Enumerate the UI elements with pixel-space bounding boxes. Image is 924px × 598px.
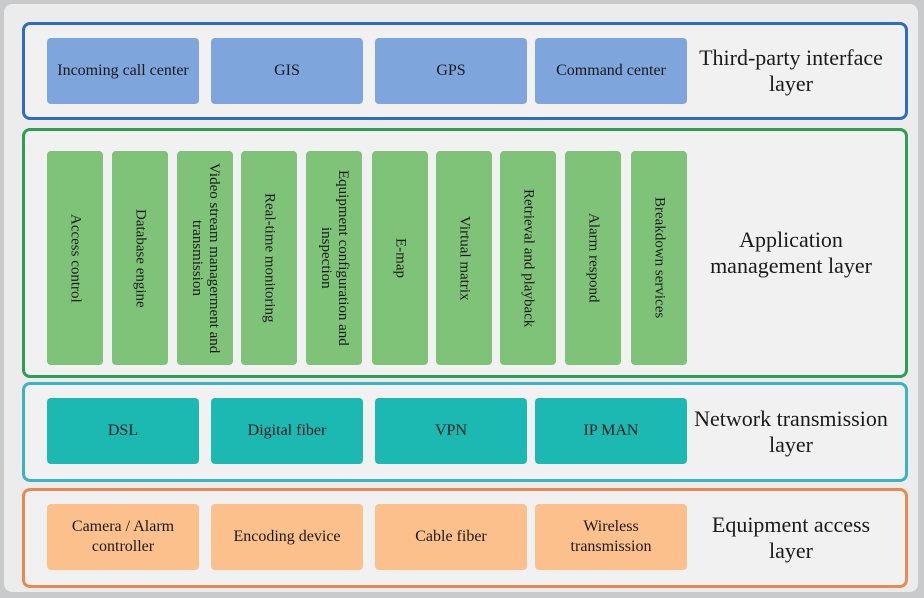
digital-fiber-label: Digital fiber xyxy=(247,422,327,439)
dsl-box: DSL xyxy=(47,398,199,464)
wireless-transmission-label: Wireless transmission xyxy=(570,518,652,555)
equipment-access-layer: Camera / Alarm controller Encoding devic… xyxy=(22,488,908,588)
gps-box: GPS xyxy=(375,38,527,104)
encoding-device-label: Encoding device xyxy=(233,528,341,545)
retrieval-playback-box: Retrieval and playback xyxy=(500,151,556,365)
equipment-layer-title: Equipment access layer xyxy=(711,512,871,563)
video-stream-label: Video stream managerment and transmissio… xyxy=(189,162,222,354)
database-engine-label: Database engine xyxy=(132,208,149,308)
alarm-respond-box: Alarm respond xyxy=(565,151,621,365)
digital-fiber-box: Digital fiber xyxy=(211,398,363,464)
gis-label: GIS xyxy=(274,62,300,79)
e-map-label: E-map xyxy=(392,238,409,278)
incoming-call-center-label: Incoming call center xyxy=(57,62,189,79)
gps-label: GPS xyxy=(436,62,466,79)
wireless-transmission-box: Wireless transmission xyxy=(535,504,687,570)
encoding-device-box: Encoding device xyxy=(211,504,363,570)
third-party-layer-title: Third-party interface layer xyxy=(699,45,883,96)
database-engine-box: Database engine xyxy=(112,151,168,365)
cable-fiber-label: Cable fiber xyxy=(415,528,487,545)
application-management-layer: Access control Database engine Video str… xyxy=(22,128,908,378)
architecture-diagram: Incoming call center GIS GPS Command cen… xyxy=(4,4,918,592)
vpn-box: VPN xyxy=(375,398,527,464)
incoming-call-center-box: Incoming call center xyxy=(47,38,199,104)
camera-alarm-controller-label: Camera / Alarm controller xyxy=(71,518,175,555)
gis-box: GIS xyxy=(211,38,363,104)
equipment-configuration-label: Equipment configuration and inspection xyxy=(318,170,351,346)
virtual-matrix-box: Virtual matrix xyxy=(436,151,492,365)
network-layer-title: Network transmission layer xyxy=(694,406,888,457)
application-layer-title: Application management layer xyxy=(710,227,872,278)
real-time-monitoring-label: Real-time monitoring xyxy=(261,193,278,323)
e-map-box: E-map xyxy=(372,151,428,365)
command-center-label: Command center xyxy=(556,62,666,79)
ip-man-box: IP MAN xyxy=(535,398,687,464)
dsl-label: DSL xyxy=(107,422,139,439)
access-control-label: Access control xyxy=(67,213,84,303)
cable-fiber-box: Cable fiber xyxy=(375,504,527,570)
real-time-monitoring-box: Real-time monitoring xyxy=(241,151,297,365)
vpn-label: VPN xyxy=(434,422,467,439)
command-center-box: Command center xyxy=(535,38,687,104)
equipment-configuration-box: Equipment configuration and inspection xyxy=(306,151,362,365)
breakdown-services-label: Breakdown services xyxy=(651,197,668,319)
camera-alarm-controller-box: Camera / Alarm controller xyxy=(47,504,199,570)
virtual-matrix-label: Virtual matrix xyxy=(456,215,473,301)
alarm-respond-label: Alarm respond xyxy=(585,213,602,303)
retrieval-playback-label: Retrieval and playback xyxy=(520,188,537,328)
breakdown-services-box: Breakdown services xyxy=(631,151,687,365)
network-transmission-layer: DSL Digital fiber VPN IP MAN Network tra… xyxy=(22,382,908,482)
video-stream-box: Video stream managerment and transmissio… xyxy=(177,151,233,365)
access-control-box: Access control xyxy=(47,151,103,365)
ip-man-label: IP MAN xyxy=(583,422,639,439)
third-party-interface-layer: Incoming call center GIS GPS Command cen… xyxy=(22,22,908,120)
